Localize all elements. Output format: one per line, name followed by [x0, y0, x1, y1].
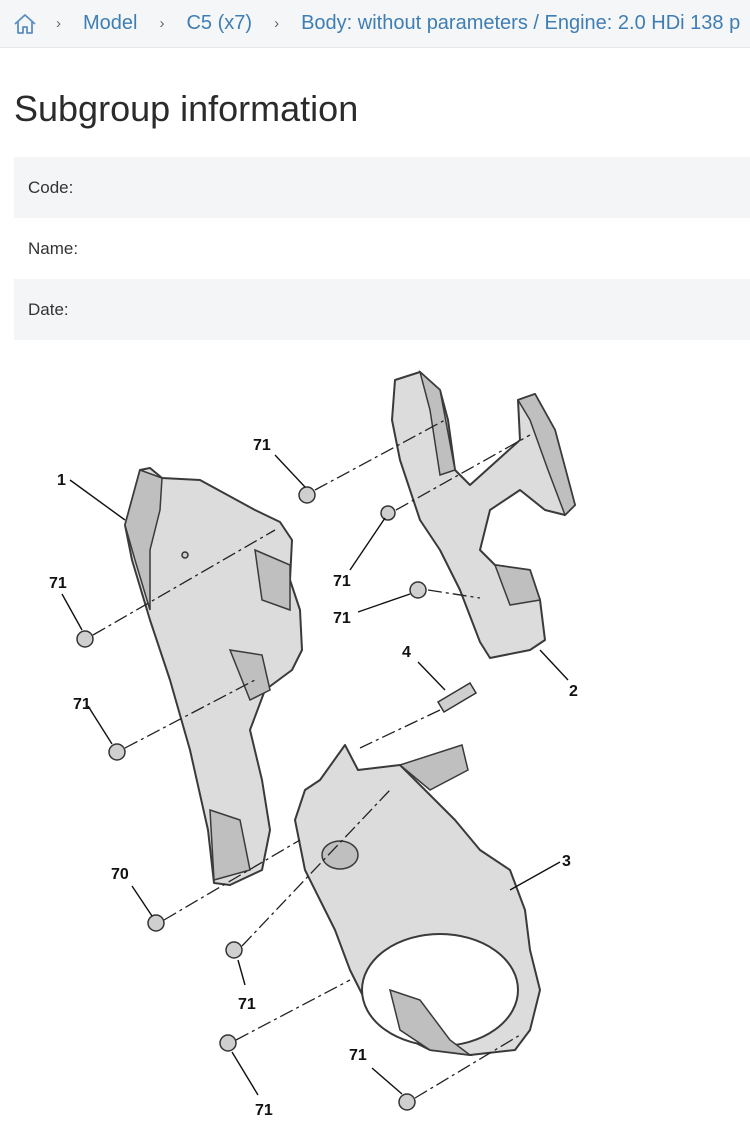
callout-1: 1: [57, 472, 66, 489]
callout-70: 70: [111, 866, 129, 883]
breadcrumb-item-model[interactable]: Model: [83, 12, 138, 34]
date-label: Date:: [28, 299, 69, 319]
chevron-right-icon: ›: [274, 15, 280, 32]
info-row-date: Date:: [14, 279, 750, 340]
bolts: [76, 486, 478, 1111]
home-icon[interactable]: [12, 11, 38, 37]
callout-71: 71: [333, 573, 351, 590]
page-title: Subgroup information: [14, 88, 359, 129]
callout-71: 71: [49, 575, 67, 592]
callout-4: 4: [402, 644, 411, 661]
breadcrumb: › Model › C5 (x7) › Body: without parame…: [0, 0, 750, 48]
subgroup-info-table: Code: Name: Date:: [14, 157, 750, 340]
parts-diagram: 1 2 3 4 70 71 71 71 71 71 71 71 71: [0, 350, 750, 1127]
breadcrumb-item-c5[interactable]: C5 (x7): [186, 12, 253, 34]
part-3-lower-cover: [294, 744, 541, 1057]
name-label: Name:: [28, 238, 79, 258]
callout-71: 71: [255, 1102, 273, 1119]
part-1-upper-cover: [124, 467, 303, 886]
chevron-right-icon: ›: [159, 15, 165, 32]
callout-71: 71: [333, 610, 351, 627]
info-row-code: Code:: [14, 157, 750, 218]
chevron-right-icon: ›: [56, 15, 61, 32]
part-2-bracket: [391, 369, 576, 659]
leader-lines: [61, 454, 569, 1096]
code-label: Code:: [28, 177, 74, 197]
assembly-lines: [92, 419, 531, 1099]
breadcrumb-item-body-engine[interactable]: Body: without parameters / Engine: 2.0 H…: [301, 12, 741, 34]
callout-3: 3: [562, 853, 571, 870]
callout-71: 71: [253, 437, 271, 454]
exploded-view-drawing: 1 2 3 4 70 71 71 71 71 71 71 71 71: [49, 369, 578, 1119]
info-row-name: Name:: [14, 218, 750, 279]
callout-2: 2: [569, 683, 578, 700]
callout-71: 71: [238, 996, 256, 1013]
callout-71: 71: [349, 1047, 367, 1064]
callout-71: 71: [73, 696, 91, 713]
